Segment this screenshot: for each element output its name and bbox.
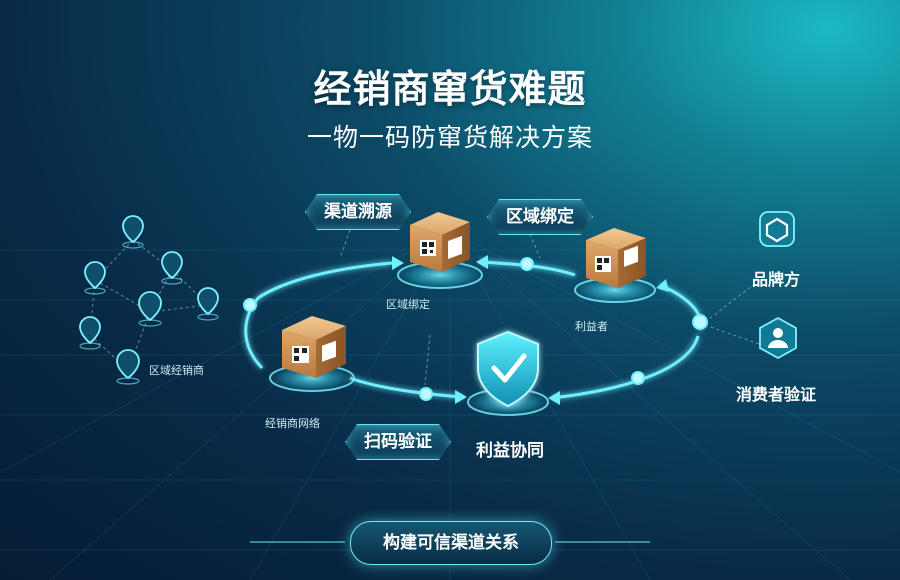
tag-traceability: 渠道溯源 [305, 194, 411, 230]
map-pin-icon [79, 215, 219, 380]
label-top-box: 区域绑定 [386, 298, 430, 311]
page-title: 经销商窜货难题 [313, 67, 587, 111]
page-subtitle: 一物一码防窜货解决方案 [306, 123, 593, 152]
label-right-box: 利益者 [575, 320, 608, 333]
cardboard-box-icon [586, 228, 646, 288]
label-brand: 品牌方 [752, 270, 801, 289]
label-regional-distributor: 区域经销商 [149, 364, 204, 377]
cardboard-box-icon [282, 316, 346, 378]
user-icon [759, 316, 797, 360]
cardboard-box-icon [410, 212, 470, 272]
build-trust-button[interactable]: 构建可信渠道关系 [350, 521, 552, 565]
shield-check-icon [477, 330, 539, 408]
loop-nodes [243, 257, 708, 401]
label-left-box: 经销商网络 [265, 417, 320, 430]
label-shield: 利益协同 [476, 441, 544, 461]
tag-region-binding: 区域绑定 [487, 199, 593, 235]
hexagon-icon [759, 211, 795, 247]
label-consumer: 消费者验证 [736, 385, 817, 404]
tag-scan-verify: 扫码验证 [345, 424, 451, 460]
